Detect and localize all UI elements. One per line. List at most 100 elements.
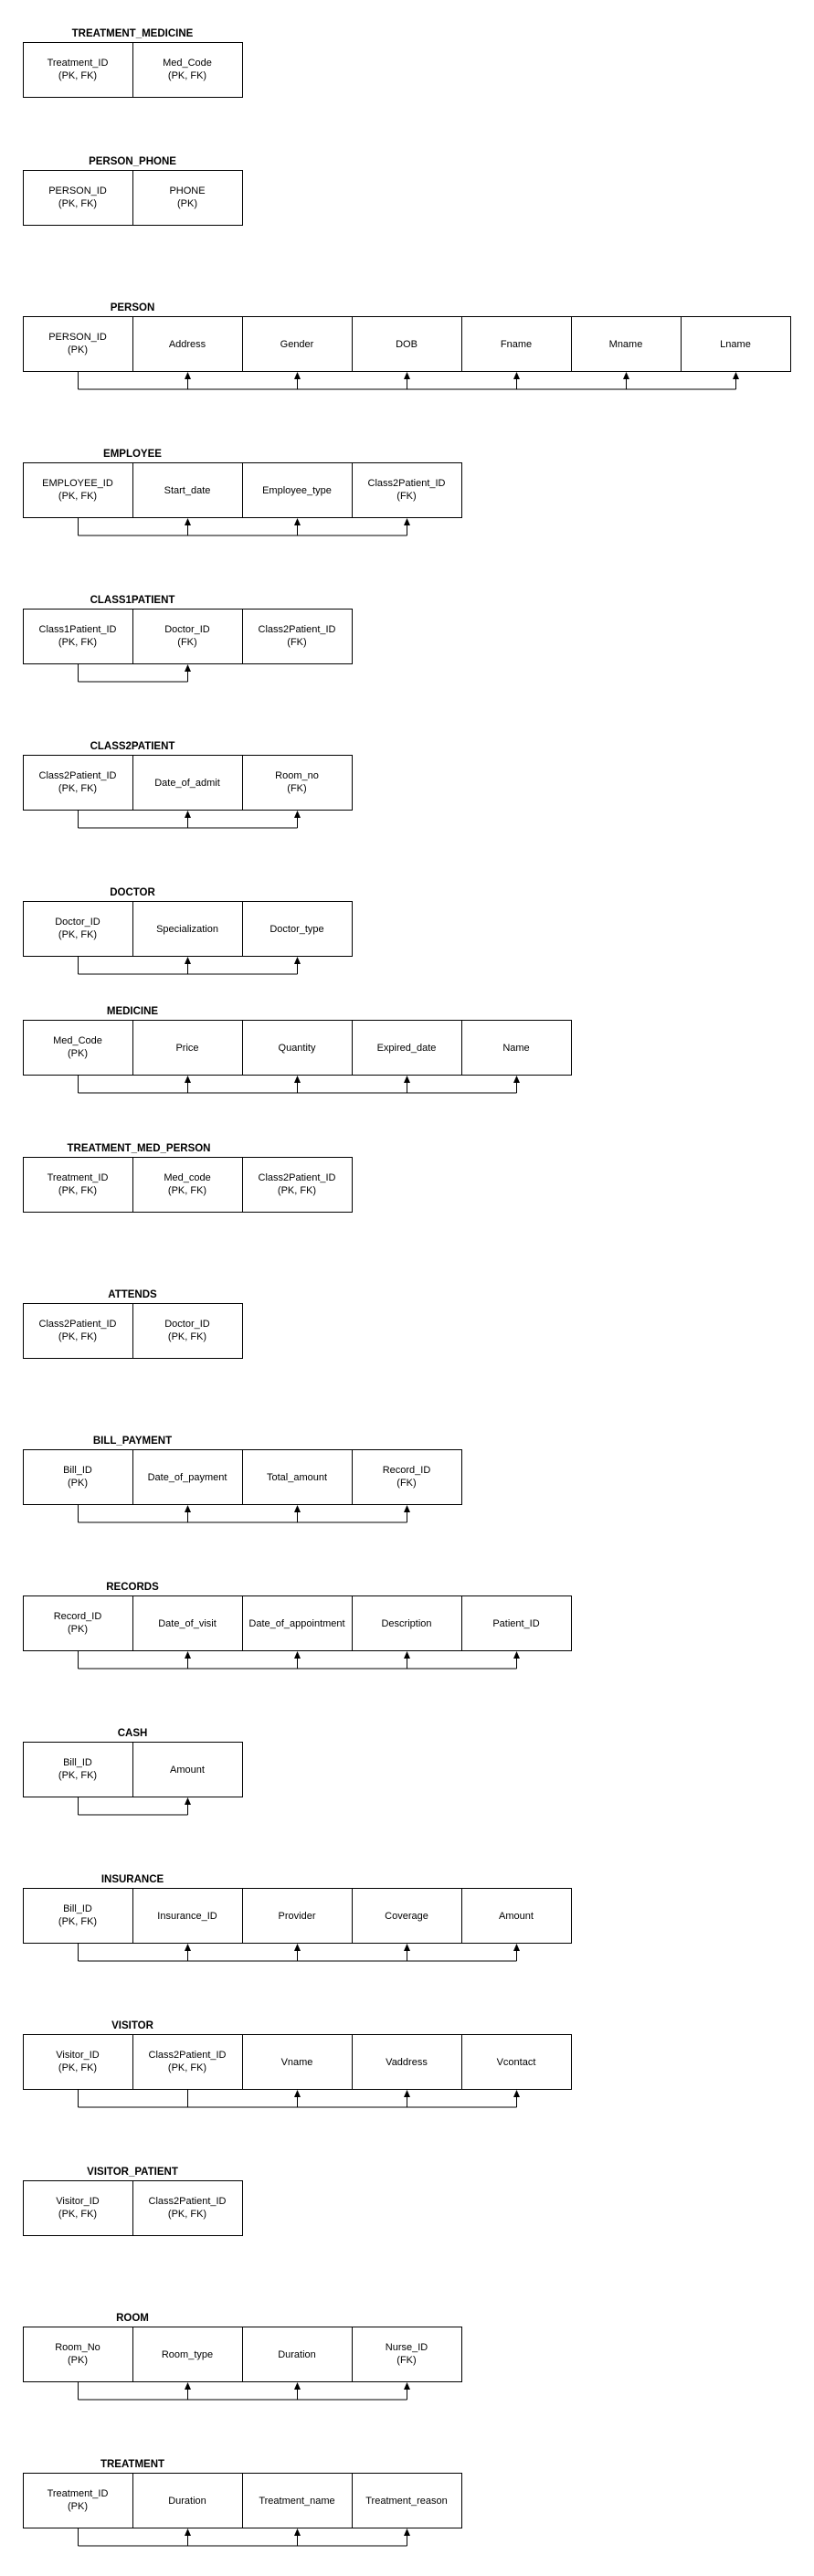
column-name: Quantity bbox=[279, 1043, 316, 1054]
column-name: Vcontact bbox=[497, 2057, 536, 2068]
table-title: CLASS2PATIENT bbox=[90, 741, 175, 752]
arrowhead-icon bbox=[294, 2528, 301, 2536]
column-cell: Amount bbox=[461, 1888, 572, 1944]
cell-border bbox=[242, 1449, 353, 1505]
column-cell: Quantity bbox=[242, 1020, 353, 1076]
arrowhead-icon bbox=[185, 957, 191, 964]
column-cell: Med_code(PK, FK) bbox=[132, 1157, 243, 1213]
column-key-marker: (PK, FK) bbox=[168, 2062, 206, 2073]
column-key-marker: (PK, FK) bbox=[58, 70, 97, 81]
column-cell: Bill_ID(PK, FK) bbox=[23, 1742, 133, 1797]
cell-border bbox=[242, 462, 353, 518]
column-key-marker: (PK, FK) bbox=[58, 491, 97, 502]
column-cell: Date_of_payment bbox=[132, 1449, 243, 1505]
column-cell: Bill_ID(PK, FK) bbox=[23, 1888, 133, 1944]
dependency-arrows bbox=[78, 1650, 520, 1670]
column-cell: Doctor_ID(PK, FK) bbox=[23, 901, 133, 957]
cell-border bbox=[352, 462, 462, 518]
column-key-marker: (FK) bbox=[396, 1478, 416, 1489]
arrowhead-icon bbox=[294, 1505, 301, 1512]
column-name: Bill_ID bbox=[63, 1903, 92, 1914]
cell-border bbox=[132, 609, 243, 664]
table-title: ATTENDS bbox=[108, 1289, 157, 1300]
column-cell: Total_amount bbox=[242, 1449, 353, 1505]
column-key-marker: (PK, FK) bbox=[58, 783, 97, 794]
cell-border bbox=[23, 170, 133, 226]
column-name: Provider bbox=[279, 1911, 316, 1922]
column-name: Doctor_ID bbox=[164, 1319, 210, 1330]
cell-border bbox=[23, 755, 133, 811]
column-cell: Fname bbox=[461, 316, 572, 372]
cell-border bbox=[23, 42, 133, 98]
column-key-marker: (FK) bbox=[287, 783, 306, 794]
cell-border bbox=[461, 1020, 572, 1076]
cell-border bbox=[132, 1595, 243, 1651]
column-cell: Employee_type bbox=[242, 462, 353, 518]
column-name: Amount bbox=[170, 1765, 205, 1776]
cell-border bbox=[132, 1742, 243, 1797]
column-key-marker: (PK, FK) bbox=[58, 929, 97, 940]
cell-border bbox=[23, 1157, 133, 1213]
column-name: EMPLOYEE_ID bbox=[42, 478, 113, 489]
column-name: Name bbox=[502, 1043, 529, 1054]
table-title: CLASS1PATIENT bbox=[90, 595, 175, 606]
column-cell: Doctor_ID(PK, FK) bbox=[132, 1303, 243, 1359]
column-name: PHONE bbox=[169, 186, 205, 196]
arrowhead-icon bbox=[513, 1651, 520, 1659]
column-name: Doctor_type bbox=[270, 924, 323, 935]
column-cell: Doctor_type bbox=[242, 901, 353, 957]
column-name: Bill_ID bbox=[63, 1757, 92, 1768]
column-cell: Class2Patient_ID(FK) bbox=[352, 462, 462, 518]
column-name: Date_of_appointment bbox=[248, 1618, 344, 1629]
column-cell: Record_ID(PK) bbox=[23, 1595, 133, 1651]
column-name: Treatment_ID bbox=[48, 1172, 109, 1183]
cell-border bbox=[23, 2180, 133, 2236]
arrowhead-icon bbox=[404, 518, 410, 525]
column-cell: Price bbox=[132, 1020, 243, 1076]
column-key-marker: (PK, FK) bbox=[278, 1185, 316, 1196]
arrowhead-icon bbox=[513, 372, 520, 379]
cell-border bbox=[132, 2473, 243, 2528]
column-cell: PHONE(PK) bbox=[132, 170, 243, 226]
column-cell: Gender bbox=[242, 316, 353, 372]
column-name: Med_Code bbox=[163, 58, 212, 69]
column-cell: Class2Patient_ID(PK, FK) bbox=[23, 755, 133, 811]
column-cell: Record_ID(FK) bbox=[352, 1449, 462, 1505]
column-cell: Specialization bbox=[132, 901, 243, 957]
column-name: Total_amount bbox=[267, 1472, 327, 1483]
column-name: Vname bbox=[281, 2057, 313, 2068]
cell-border bbox=[352, 1449, 462, 1505]
column-key-marker: (PK) bbox=[68, 345, 88, 355]
column-cell: Amount bbox=[132, 1742, 243, 1797]
column-cell: Med_Code(PK) bbox=[23, 1020, 133, 1076]
arrowhead-icon bbox=[623, 372, 629, 379]
cell-border bbox=[461, 2034, 572, 2090]
column-cell: Duration bbox=[242, 2327, 353, 2382]
cell-border bbox=[132, 42, 243, 98]
column-name: Visitor_ID bbox=[56, 2196, 100, 2207]
column-cell: Nurse_ID(FK) bbox=[352, 2327, 462, 2382]
column-cell: Treatment_name bbox=[242, 2473, 353, 2528]
column-name: Class1Patient_ID bbox=[39, 624, 117, 635]
column-name: Class2Patient_ID bbox=[149, 2050, 227, 2061]
arrowhead-icon bbox=[185, 1505, 191, 1512]
dependency-arrows bbox=[78, 2089, 520, 2108]
column-cell: PERSON_ID(PK, FK) bbox=[23, 170, 133, 226]
column-name: Treatment_ID bbox=[48, 2488, 109, 2499]
column-name: Expired_date bbox=[377, 1043, 437, 1054]
column-name: Class2Patient_ID bbox=[39, 1319, 117, 1330]
column-name: Address bbox=[169, 339, 206, 350]
cell-border bbox=[23, 2473, 133, 2528]
arrowhead-icon bbox=[294, 1651, 301, 1659]
arrowhead-icon bbox=[404, 372, 410, 379]
arrowhead-icon bbox=[185, 664, 191, 672]
column-name: Description bbox=[381, 1618, 431, 1629]
cell-border bbox=[23, 609, 133, 664]
column-key-marker: (PK, FK) bbox=[58, 637, 97, 648]
arrowhead-icon bbox=[294, 372, 301, 379]
cell-border bbox=[132, 1449, 243, 1505]
column-name: Date_of_payment bbox=[148, 1472, 227, 1483]
